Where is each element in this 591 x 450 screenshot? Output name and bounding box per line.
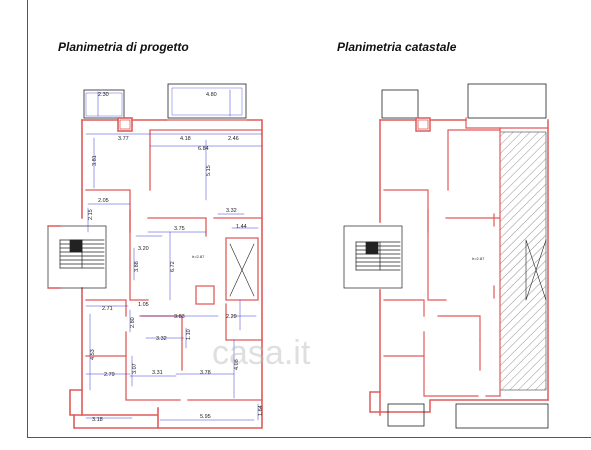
dim-5-15: 5.15	[206, 165, 212, 176]
dim-1-10: 1.10	[186, 329, 192, 340]
window-x-mark-right	[525, 239, 547, 301]
dim-3-31: 3.31	[152, 370, 163, 376]
staircase-right	[343, 225, 403, 289]
top-balconies	[83, 83, 247, 119]
dim-3-20: 3.20	[138, 246, 149, 252]
dim-2-30: 2.30	[98, 92, 109, 98]
dim-3-18: 3.18	[92, 417, 103, 423]
staircase	[47, 225, 107, 289]
title-cadastral-plan: Planimetria catastale	[337, 40, 457, 54]
outer-walls-right	[369, 117, 549, 416]
interior-walls	[85, 129, 263, 401]
dim-2-79: 2.79	[104, 372, 115, 378]
dim-6-84: 6.84	[198, 146, 209, 152]
sheet-frame	[27, 0, 591, 438]
watermark-logo: casa.it	[212, 334, 311, 372]
dimension-labels: 2.30 4.80 3.77 4.18 2.46 6.84 3.81 5.15 …	[88, 92, 264, 423]
dim-2-29: 2.29	[226, 314, 237, 320]
dim-1-44: 1.44	[236, 224, 247, 230]
dim-2-46: 2.46	[228, 136, 239, 142]
dimension-lines	[85, 89, 263, 421]
dim-4-08: 4.08	[234, 359, 240, 370]
dim-2-80: 2.80	[130, 317, 136, 328]
top-balconies-right	[381, 83, 547, 119]
project-floor-plan	[47, 83, 263, 429]
dim-4-80: 4.80	[206, 92, 217, 98]
cadastral-floor-plan	[343, 83, 549, 429]
interior-walls-right	[383, 127, 501, 397]
dim-3-78: 3.78	[200, 370, 211, 376]
dim-3-75: 3.75	[174, 226, 185, 232]
dim-6-72: 6.72	[170, 261, 176, 272]
title-project-plan: Planimetria di progetto	[58, 40, 189, 54]
dim-2-71: 2.71	[102, 306, 113, 312]
outer-walls	[69, 117, 263, 429]
dim-3-07: 3.07	[132, 363, 138, 374]
window-x-mark	[229, 243, 255, 297]
dim-4-18: 4.18	[180, 136, 191, 142]
dim-3-32-mid: 3.32	[156, 336, 167, 342]
hatched-area	[499, 131, 547, 391]
room-area-label-right: h=2.87	[472, 256, 485, 261]
dim-4-53: 4.53	[90, 349, 96, 360]
dim-2-05: 2.05	[98, 198, 109, 204]
dim-3-83: 3.83	[174, 314, 185, 320]
room-area-label-left: h=2.87	[192, 254, 205, 259]
dim-3-32-top: 3.32	[226, 208, 237, 214]
dim-1-05: 1.05	[138, 302, 149, 308]
dim-3-88: 3.88	[134, 261, 140, 272]
dim-2-15: 2.15	[88, 209, 94, 220]
dim-3-77: 3.77	[118, 136, 129, 142]
bottom-balcony-right	[387, 403, 549, 429]
dim-5-95: 5.95	[200, 414, 211, 420]
dim-1-64: 1.64	[258, 405, 264, 416]
dim-3-81: 3.81	[92, 155, 98, 166]
